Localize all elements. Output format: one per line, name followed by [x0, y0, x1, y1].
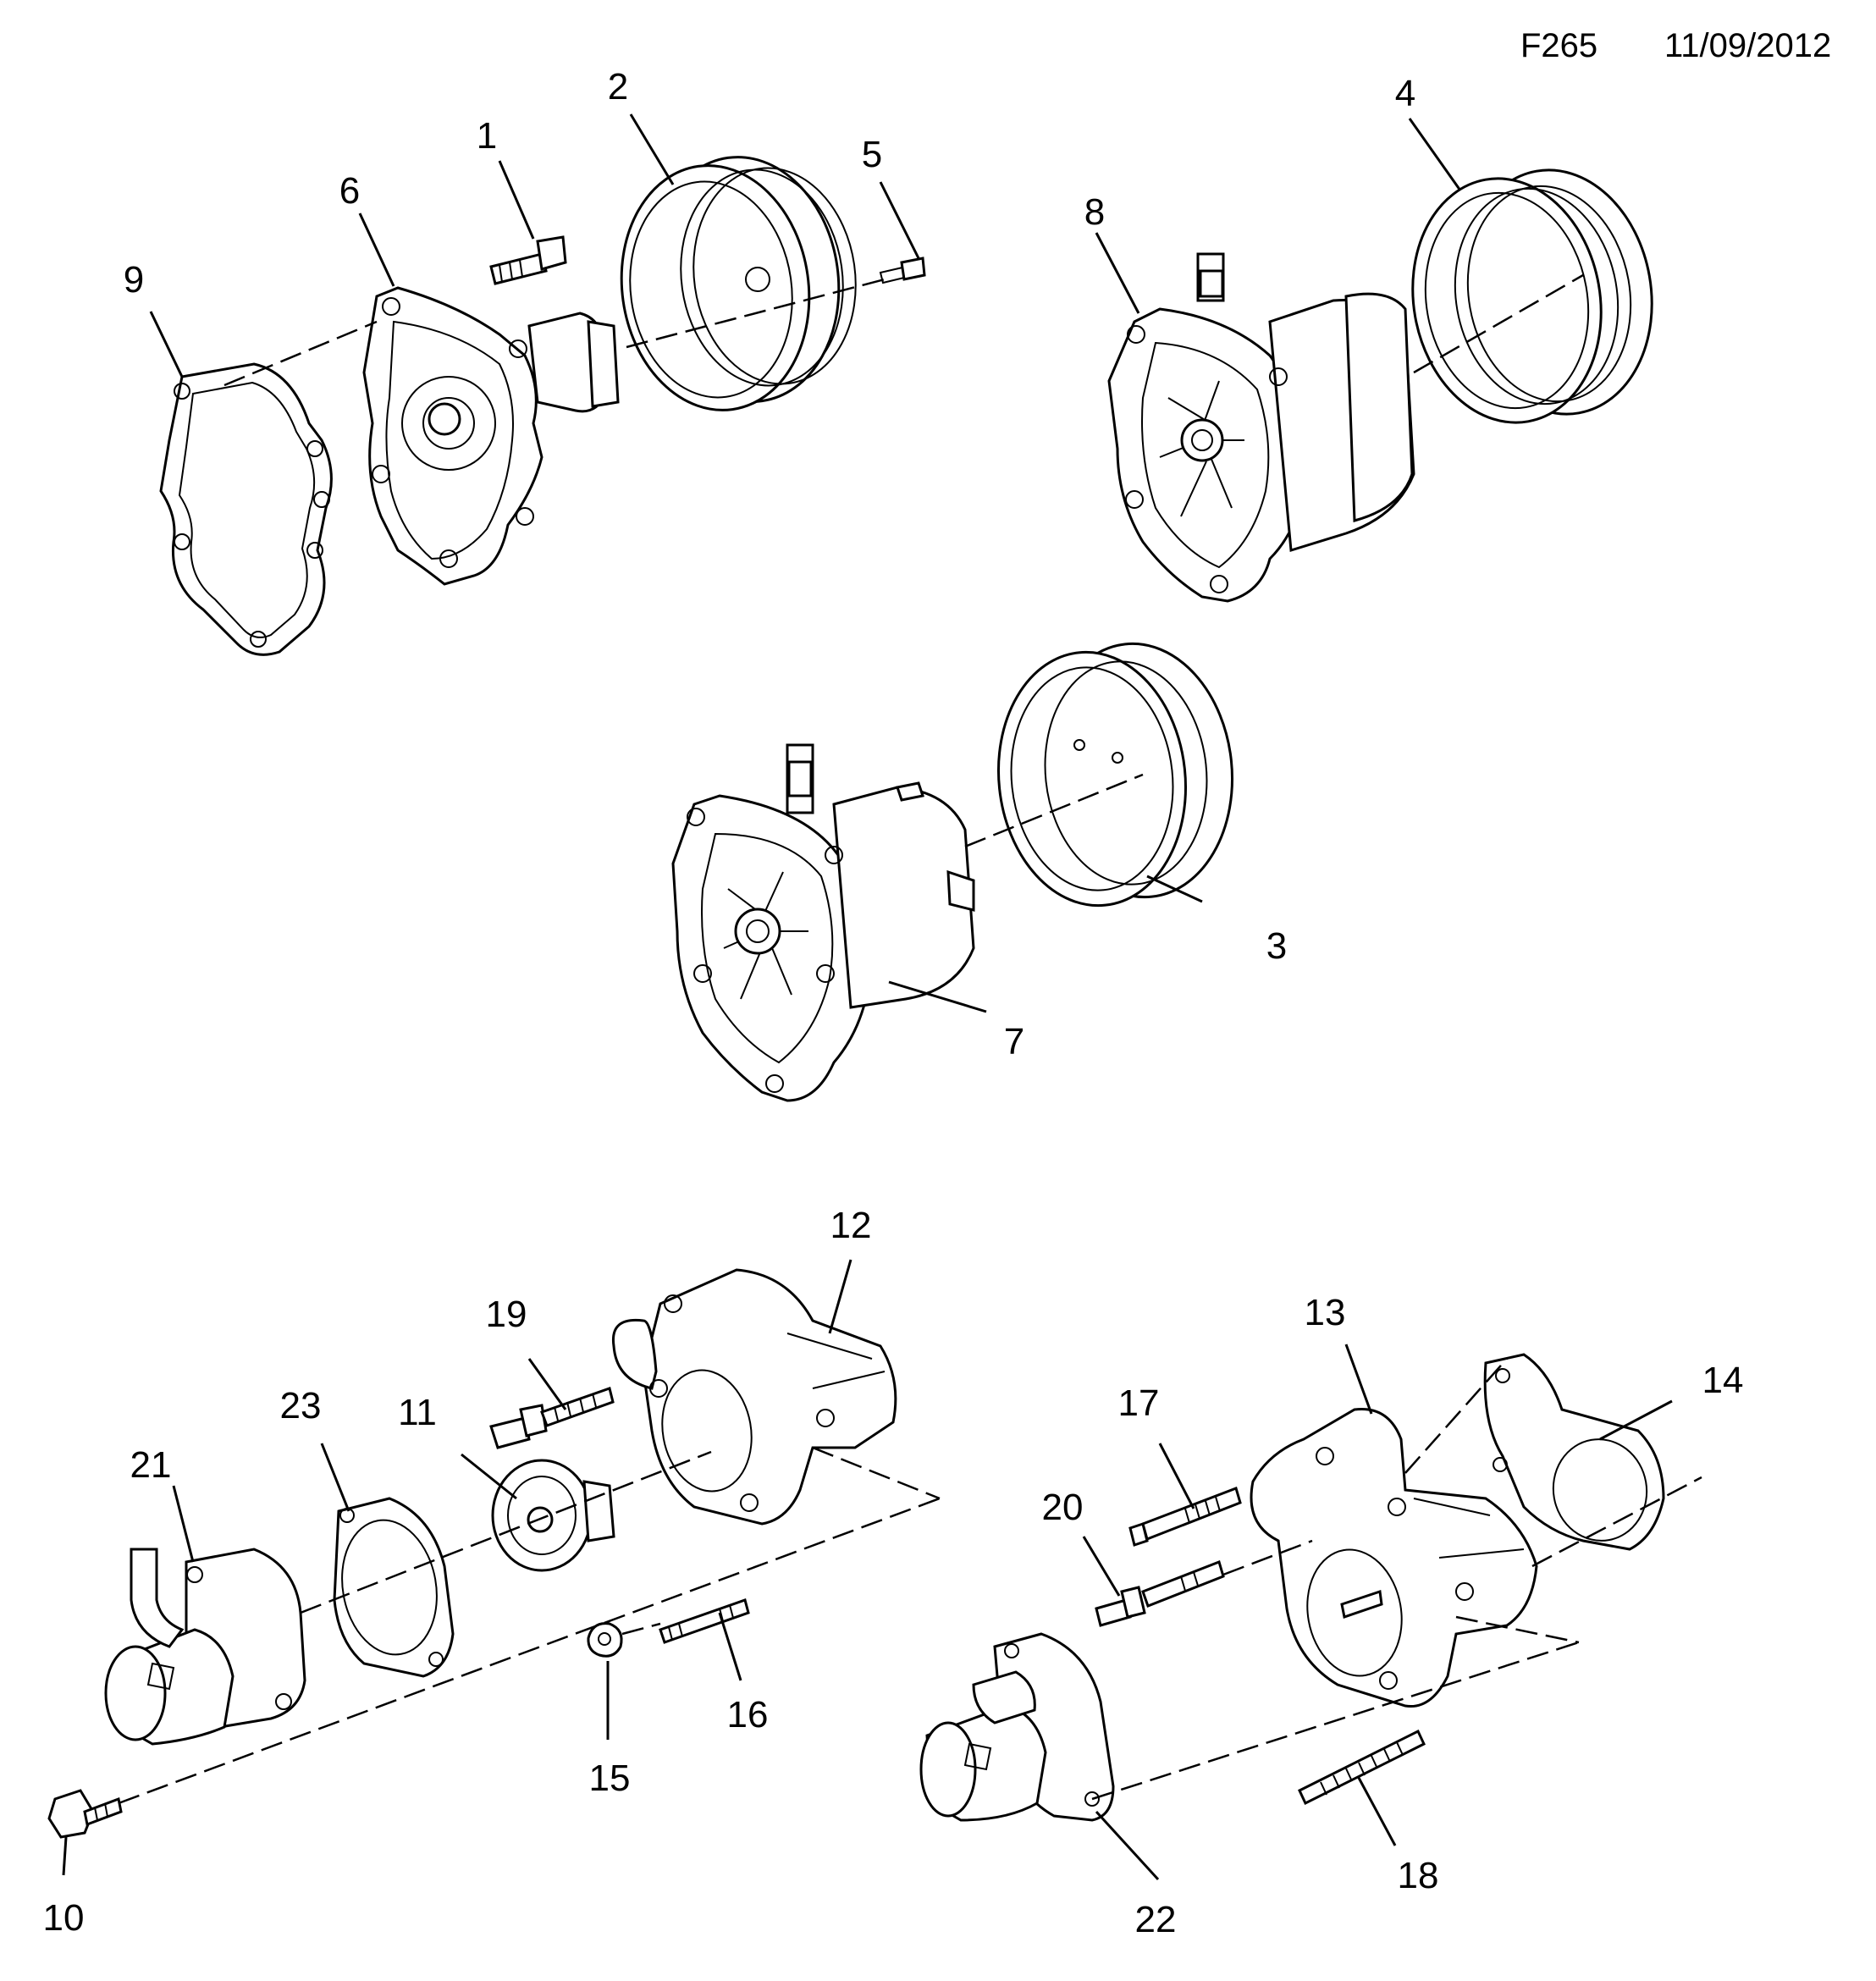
- callout-8: 8: [1084, 191, 1105, 233]
- assembly-axis-line: [1091, 1641, 1580, 1801]
- callout-11: 11: [398, 1392, 437, 1433]
- assembly-axis-line: [621, 1622, 661, 1636]
- thermostat-housing-part-12[interactable]: [611, 1268, 897, 1526]
- callout-9: 9: [124, 259, 144, 301]
- assembly-axis-line: [118, 1497, 941, 1805]
- assembly-axis-line: [626, 278, 886, 349]
- callout-6: 6: [339, 170, 360, 212]
- callout-22: 22: [1135, 1899, 1177, 1940]
- callout-7: 7: [1004, 1021, 1024, 1062]
- assembly-axis-line: [1222, 1539, 1313, 1576]
- assembly-axis-line: [1455, 1615, 1580, 1644]
- bolt-part-10[interactable]: [47, 1789, 123, 1839]
- assembly-axis-line: [300, 1450, 712, 1614]
- water-pump-part-6[interactable]: [362, 286, 620, 586]
- diagram-code: F265: [1520, 27, 1598, 64]
- callout-1: 1: [477, 115, 497, 157]
- callout-4: 4: [1395, 73, 1415, 114]
- callout-18: 18: [1398, 1855, 1439, 1896]
- assembly-axis-line: [1404, 1358, 1508, 1474]
- gasket-part-9[interactable]: [159, 362, 333, 656]
- thermostat-housing-part-22[interactable]: [919, 1632, 1115, 1822]
- assembly-axis-line: [812, 1446, 941, 1500]
- callout-16: 16: [727, 1694, 769, 1735]
- diagram-date: 11/09/2012: [1664, 27, 1832, 64]
- callout-3: 3: [1266, 925, 1287, 967]
- assembly-axis-line: [964, 773, 1144, 848]
- assembly-axis-line: [1413, 273, 1584, 374]
- nut-part-15[interactable]: [587, 1622, 623, 1658]
- callout-20: 20: [1042, 1487, 1084, 1528]
- callout-23: 23: [280, 1385, 322, 1426]
- bolt-part-5[interactable]: [879, 257, 926, 284]
- callout-14: 14: [1702, 1360, 1744, 1401]
- thermostat-housing-part-21[interactable]: [104, 1548, 306, 1746]
- callout-15: 15: [589, 1758, 631, 1799]
- gasket-part-23[interactable]: [332, 1497, 455, 1678]
- thermostat-housing-part-13[interactable]: [1250, 1407, 1538, 1708]
- callout-17: 17: [1118, 1382, 1160, 1424]
- callout-5: 5: [862, 134, 882, 175]
- bolt-part-1[interactable]: [489, 235, 567, 285]
- pulley-part-2[interactable]: [606, 145, 869, 422]
- assembly-axis-line: [223, 320, 378, 387]
- water-pump-part-8[interactable]: [1107, 252, 1415, 603]
- gasket-part-14[interactable]: [1483, 1353, 1665, 1551]
- assembly-axis-line: [1531, 1476, 1702, 1568]
- callout-2: 2: [608, 66, 628, 108]
- callout-21: 21: [130, 1444, 172, 1486]
- pulley-part-4[interactable]: [1393, 155, 1670, 438]
- stud-part-19[interactable]: [489, 1387, 615, 1449]
- stud-part-20[interactable]: [1095, 1560, 1225, 1627]
- water-pump-part-7[interactable]: [671, 743, 975, 1102]
- stud-part-17[interactable]: [1128, 1487, 1242, 1547]
- pulley-part-3[interactable]: [986, 634, 1244, 914]
- stud-part-18[interactable]: [1298, 1729, 1426, 1806]
- leader-lines: [62, 113, 1673, 1881]
- stud-part-16[interactable]: [659, 1598, 750, 1644]
- callout-19: 19: [486, 1294, 527, 1335]
- callout-12: 12: [830, 1205, 872, 1246]
- callout-10: 10: [43, 1897, 85, 1939]
- callout-13: 13: [1305, 1292, 1346, 1333]
- thermostat-part-11[interactable]: [491, 1459, 615, 1572]
